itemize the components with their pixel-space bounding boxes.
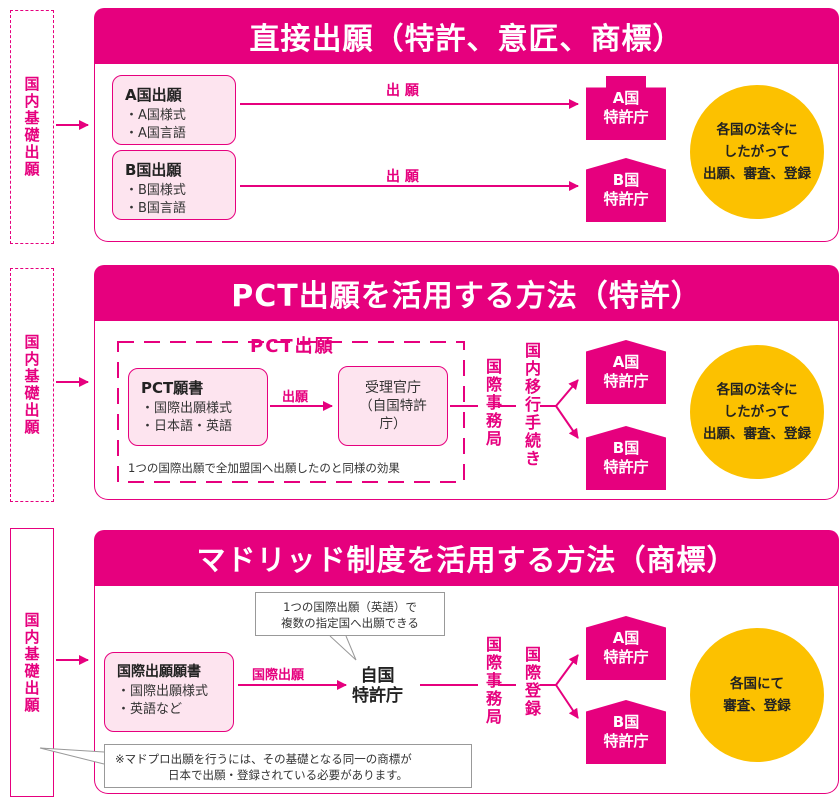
footnote-pointer	[39, 747, 105, 765]
domestic-application-box-3: 国内基礎出願	[10, 528, 54, 797]
pct-dashed-group	[117, 341, 465, 483]
domestic-application-label: 国内基礎出願	[22, 611, 41, 714]
arrow-to-b-office-2	[555, 405, 579, 439]
arrow-label-pct-apply: 出願	[282, 390, 309, 405]
madrid-footnote: ※マドプロ出願を行うには、その基礎となる同一の商標が 日本で出願・登録されている…	[104, 744, 472, 788]
card-item: ・A国様式	[125, 108, 186, 123]
card-title: PCT願書	[141, 379, 204, 397]
office-b-sec1: B国 特許庁	[586, 158, 666, 222]
madrid-callout: 1つの国際出願（英語）で 複数の指定国へ出願できる	[255, 592, 445, 636]
card-item: ・国際出願様式	[117, 684, 209, 699]
callout-line: 1つの国際出願（英語）で	[283, 600, 417, 614]
pct-effect-note: 1つの国際出願で全加盟国へ出願したのと同様の効果	[128, 461, 400, 475]
card-title: B国出願	[125, 161, 182, 179]
home-office-line: 自国	[360, 666, 395, 686]
office-b-sec3: B国 特許庁	[586, 700, 666, 764]
domestic-application-label: 国内基礎出願	[22, 76, 41, 178]
office-a-sec2: A国 特許庁	[586, 340, 666, 404]
card-intl-application: 国際出願願書 ・国際出願様式 ・英語など	[104, 652, 234, 732]
domestic-application-box-2: 国内基礎出願	[10, 268, 54, 502]
card-item: ・B国様式	[125, 183, 186, 198]
arrow-label-intl-apply: 国際出願	[252, 668, 305, 683]
callout-line: 複数の指定国へ出願できる	[281, 616, 419, 630]
domestic-application-label: 国内基礎出願	[22, 334, 41, 436]
intl-bureau-label-madrid: 国際事務局	[483, 636, 502, 726]
callout-pointer	[329, 635, 357, 661]
domestic-application-box-1: 国内基礎出願	[10, 10, 54, 244]
national-phase-label: 国内移行手続き	[522, 342, 541, 468]
footnote-line: ※マドプロ出願を行うには、その基礎となる同一の商標が	[115, 752, 412, 766]
receiving-office-box: 受理官庁 （自国特許庁）	[338, 366, 448, 446]
home-office-line: 特許庁	[352, 686, 403, 706]
receiving-office-sub: （自国特許庁）	[359, 398, 427, 432]
card-item: ・A国言語	[125, 126, 186, 141]
section-1-title: 直接出願（特許、意匠、商標）	[94, 8, 839, 64]
card-title: 国際出願願書	[117, 664, 201, 680]
card-a-application: A国出願 ・A国様式 ・A国言語	[112, 75, 236, 145]
national-exam-circle-3: 各国にて 審査、登録	[690, 628, 824, 762]
footnote-line: 日本で出願・登録されている必要があります。	[167, 768, 408, 782]
office-a-sec3: A国 特許庁	[586, 616, 666, 680]
national-law-circle-2: 各国の法令に したがって 出願、審査、登録	[690, 345, 824, 479]
intl-bureau-label-pct: 国際事務局	[483, 358, 502, 448]
card-item: ・英語など	[117, 702, 183, 717]
arrow-to-a-office-3	[555, 654, 579, 686]
national-law-circle-1: 各国の法令に したがって 出願、審査、登録	[690, 85, 824, 219]
office-b-sec2: B国 特許庁	[586, 426, 666, 490]
card-title: A国出願	[125, 86, 182, 104]
arrow-label-apply-b: 出 願	[386, 169, 419, 185]
intl-registration-label: 国際登録	[522, 646, 541, 718]
section-2-title: PCT出願を活用する方法（特許）	[94, 265, 839, 321]
arrow-label-apply-a: 出 願	[386, 83, 419, 99]
receiving-office-label: 受理官庁	[365, 380, 421, 396]
card-pct-request: PCT願書 ・国際出願様式 ・日本語・英語	[128, 368, 268, 446]
card-item: ・日本語・英語	[141, 419, 233, 434]
home-office: 自国 特許庁	[352, 666, 403, 706]
section-3-title: マドリッド制度を活用する方法（商標）	[94, 530, 839, 586]
arrow-to-a-office-2	[555, 379, 579, 407]
card-item: ・B国言語	[125, 201, 186, 216]
arrow-to-b-office-3	[555, 684, 579, 719]
card-item: ・国際出願様式	[141, 401, 233, 416]
card-b-application: B国出願 ・B国様式 ・B国言語	[112, 150, 236, 220]
